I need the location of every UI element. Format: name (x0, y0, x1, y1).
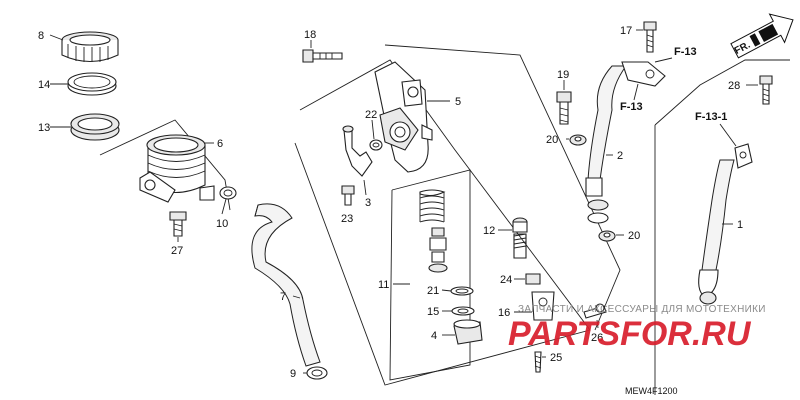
reference-f13-bottom: F-13 (620, 101, 643, 113)
callout-11: 11 (378, 279, 389, 291)
callout-22: 22 (365, 109, 377, 121)
master-cylinder-assembly-outline (294, 59, 591, 386)
callout-24: 24 (500, 274, 512, 286)
piston-kit-outline (389, 169, 471, 381)
joint-screw[interactable] (341, 185, 355, 206)
callout-4: 4 (431, 330, 437, 342)
callout-2: 2 (617, 150, 623, 162)
callout-19: 19 (557, 69, 569, 81)
diagram-code: MEW4F1200 (625, 386, 678, 396)
callout-15: 15 (427, 306, 439, 318)
callout-13: 13 (38, 122, 50, 134)
circlip[interactable] (450, 286, 474, 296)
reservoir-bolt[interactable] (169, 211, 187, 237)
cotter-pin[interactable] (583, 303, 607, 319)
brake-hose-outline (654, 59, 790, 126)
watermark-logo: PARTSFOR.RU (508, 315, 752, 353)
reservoir-plate[interactable] (67, 72, 117, 96)
callout-18: 18 (304, 29, 316, 41)
lower-hose-clip[interactable] (306, 366, 328, 380)
callout-28: 28 (728, 80, 740, 92)
callout-7: 7 (280, 291, 286, 303)
callout-17: 17 (620, 25, 632, 37)
joint-pin[interactable] (534, 351, 542, 373)
reservoir-diaphragm[interactable] (70, 113, 120, 141)
callout-21: 21 (427, 285, 439, 297)
callout-27: 27 (171, 245, 183, 257)
sealing-washer-upper[interactable] (569, 134, 587, 146)
callout-23: 23 (341, 213, 353, 225)
brake-hose-lower[interactable] (698, 143, 753, 305)
piston[interactable] (428, 227, 448, 273)
sealing-washer-lower[interactable] (598, 230, 616, 242)
return-spring[interactable] (419, 189, 446, 223)
rubber-boot[interactable] (453, 319, 483, 345)
hose-guide-bolt[interactable] (759, 75, 773, 105)
callout-9: 9 (290, 368, 296, 380)
washer[interactable] (451, 306, 475, 316)
callout-12: 12 (483, 225, 495, 237)
hose-clamp-bolt[interactable] (643, 21, 657, 53)
callout-8: 8 (38, 30, 44, 42)
reference-f13-top: F-13 (674, 46, 697, 58)
hose-clip[interactable] (219, 186, 237, 200)
callout-6: 6 (217, 138, 223, 150)
reservoir-tank[interactable] (139, 134, 215, 203)
brake-hose-upper[interactable] (585, 61, 666, 224)
reservoir-joint[interactable] (342, 125, 373, 177)
callout-16: 16 (498, 307, 510, 319)
callout-1: 1 (737, 219, 743, 231)
oil-bolt[interactable] (556, 91, 572, 125)
callout-10: 10 (216, 218, 228, 230)
master-cylinder-bolt[interactable] (302, 49, 343, 63)
o-ring[interactable] (369, 139, 383, 151)
callout-25: 25 (550, 352, 562, 364)
callout-20-upper: 20 (546, 134, 558, 146)
cylinder-body-outline (384, 44, 621, 331)
callout-14: 14 (38, 79, 50, 91)
front-direction-arrow: FR. (730, 13, 794, 59)
master-cylinder-body[interactable] (374, 61, 433, 173)
callout-20-lower: 20 (628, 230, 640, 242)
reservoir-hose[interactable] (251, 203, 321, 367)
reservoir-cap[interactable] (61, 31, 119, 63)
push-rod[interactable] (512, 217, 528, 259)
callout-5: 5 (455, 96, 461, 108)
callout-3: 3 (365, 197, 371, 209)
push-rod-joint[interactable] (531, 291, 555, 321)
watermark-caption: ЗАПЧАСТИ И АКСЕССУАРЫ ДЛЯ МОТОТЕХНИКИ (518, 304, 766, 315)
callout-26: 26 (591, 332, 603, 344)
reference-f13-1: F-13-1 (695, 111, 727, 123)
push-rod-nut[interactable] (525, 273, 541, 285)
